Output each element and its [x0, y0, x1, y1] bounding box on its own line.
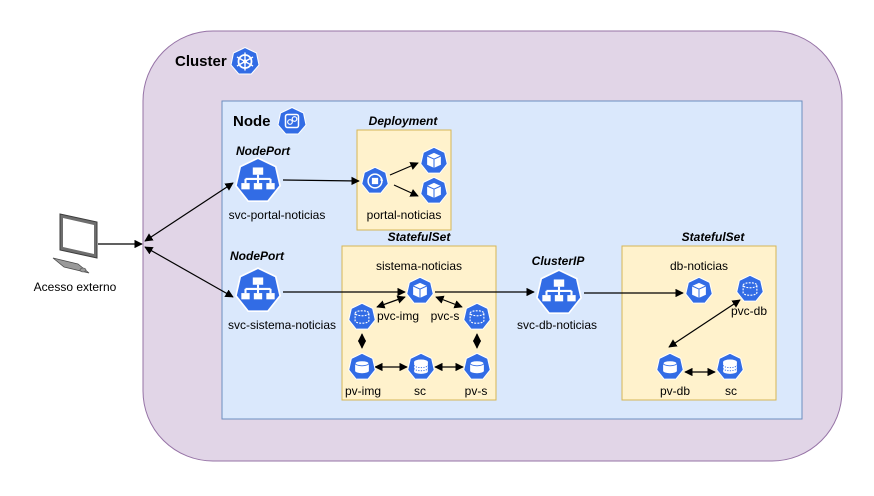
pvc-db-label: pvc-db [731, 304, 767, 318]
deployment-type-label: Deployment [369, 114, 439, 128]
db-service-type-label: ClusterIP [532, 254, 586, 268]
statefulset-db-type-label: StatefulSet [682, 230, 746, 244]
sistema-service-type-label: NodePort [230, 249, 285, 263]
pv-img-label: pv-img [345, 384, 381, 398]
desktop-computer-icon [52, 213, 98, 274]
node-label: Node [233, 113, 271, 130]
node-chip-icon [277, 106, 307, 135]
pvc-img-label: pvc-img [377, 309, 419, 323]
pvc-s-label: pvc-s [431, 309, 460, 323]
portal-service-name-label: svc-portal-noticias [229, 208, 326, 222]
kubernetes-helm-icon [230, 46, 260, 75]
pv-db-label: pv-db [660, 384, 690, 398]
cluster-label: Cluster [175, 53, 227, 70]
deployment-name-label: portal-noticias [367, 208, 442, 222]
sistema-sc-label: sc [414, 384, 426, 398]
sistema-service-name-label: svc-sistema-noticias [228, 318, 336, 332]
portal-service-type-label: NodePort [236, 144, 291, 158]
statefulset-sistema-type-label: StatefulSet [388, 230, 452, 244]
db-service-name-label: svc-db-noticias [517, 318, 597, 332]
pv-s-label: pv-s [465, 384, 488, 398]
statefulset-sistema-name-label: sistema-noticias [376, 259, 462, 273]
connections [98, 162, 741, 377]
db-sc-label: sc [725, 384, 737, 398]
statefulset-db-name-label: db-noticias [670, 259, 728, 273]
external-access-label: Acesso externo [34, 280, 117, 294]
